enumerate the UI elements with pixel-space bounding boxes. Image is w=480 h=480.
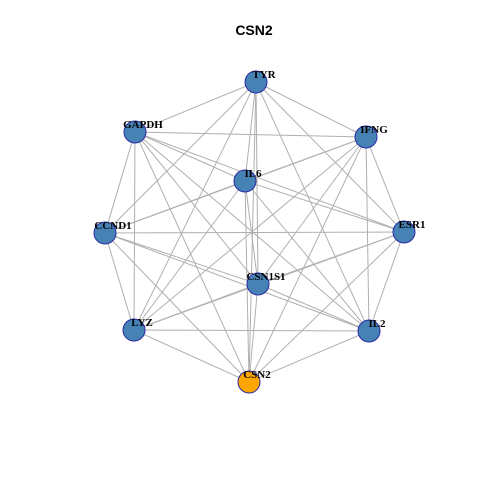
node-il6[interactable] [233, 169, 257, 193]
edge-ccnd1-esr1 [104, 231, 405, 234]
edge-tyr-ccnd1 [104, 81, 257, 234]
edge-il6-ccnd1 [104, 180, 246, 234]
node-label-gapdh: GAPDH [123, 119, 163, 131]
edge-gapdh-il6 [134, 131, 246, 182]
edge-il6-lyz [133, 180, 246, 331]
edge-csn1s1-csn2 [248, 283, 259, 383]
edge-esr1-csn2 [248, 231, 405, 383]
edge-lyz-csn2 [133, 329, 250, 383]
edge-tyr-gapdh [134, 81, 257, 133]
edge-gapdh-il2 [134, 131, 370, 332]
node-lyz[interactable] [122, 318, 146, 342]
edge-ccnd1-csn1s1 [104, 232, 259, 285]
edge-gapdh-csn1s1 [134, 131, 259, 285]
edge-il6-esr1 [244, 180, 405, 233]
edge-il6-il2 [244, 180, 370, 332]
edge-ccnd1-il2 [104, 232, 370, 332]
node-label-lyz: LYZ [131, 317, 153, 329]
edge-ifng-il2 [365, 136, 370, 332]
edge-ifng-lyz [133, 136, 367, 331]
node-label-esr1: ESR1 [399, 219, 426, 231]
edge-ifng-gapdh [134, 131, 367, 138]
node-esr1[interactable] [392, 220, 416, 244]
edge-layer [104, 81, 405, 383]
node-label-csn2: CSN2 [243, 369, 271, 381]
edge-ifng-esr1 [365, 136, 405, 233]
edge-ccnd1-lyz [104, 232, 135, 331]
node-csn2[interactable] [237, 370, 261, 394]
edge-lyz-il2 [133, 329, 370, 332]
node-label-ccnd1: CCND1 [94, 220, 131, 232]
node-csn1s1[interactable] [246, 272, 270, 296]
edge-gapdh-esr1 [134, 131, 405, 233]
node-tyr[interactable] [244, 70, 268, 94]
edge-esr1-il2 [368, 231, 405, 332]
edge-gapdh-csn2 [134, 131, 250, 383]
node-layer [93, 70, 416, 394]
node-label-tyr: TYR [252, 69, 276, 81]
edge-il2-csn2 [248, 330, 370, 383]
edge-tyr-il6 [244, 81, 257, 182]
node-ifng[interactable] [354, 125, 378, 149]
node-label-il6: IL6 [244, 168, 262, 180]
edge-tyr-csn1s1 [255, 81, 259, 285]
edge-gapdh-lyz [133, 131, 136, 331]
node-il2[interactable] [357, 319, 381, 343]
edge-tyr-esr1 [255, 81, 405, 233]
node-label-il2: IL2 [368, 318, 386, 330]
edge-gapdh-ccnd1 [104, 131, 136, 234]
node-label-ifng: IFNG [360, 124, 388, 136]
node-label-csn1s1: CSN1S1 [246, 271, 285, 283]
node-ccnd1[interactable] [93, 221, 117, 245]
diagram-title: CSN2 [235, 22, 273, 38]
edge-ifng-csn1s1 [257, 136, 367, 285]
edge-tyr-ifng [255, 81, 367, 138]
edge-tyr-il2 [255, 81, 370, 332]
edge-csn1s1-lyz [133, 283, 259, 331]
edge-ifng-csn2 [248, 136, 367, 383]
edge-csn1s1-il2 [257, 283, 370, 332]
edge-ccnd1-csn2 [104, 232, 250, 383]
node-gapdh[interactable] [123, 120, 147, 144]
